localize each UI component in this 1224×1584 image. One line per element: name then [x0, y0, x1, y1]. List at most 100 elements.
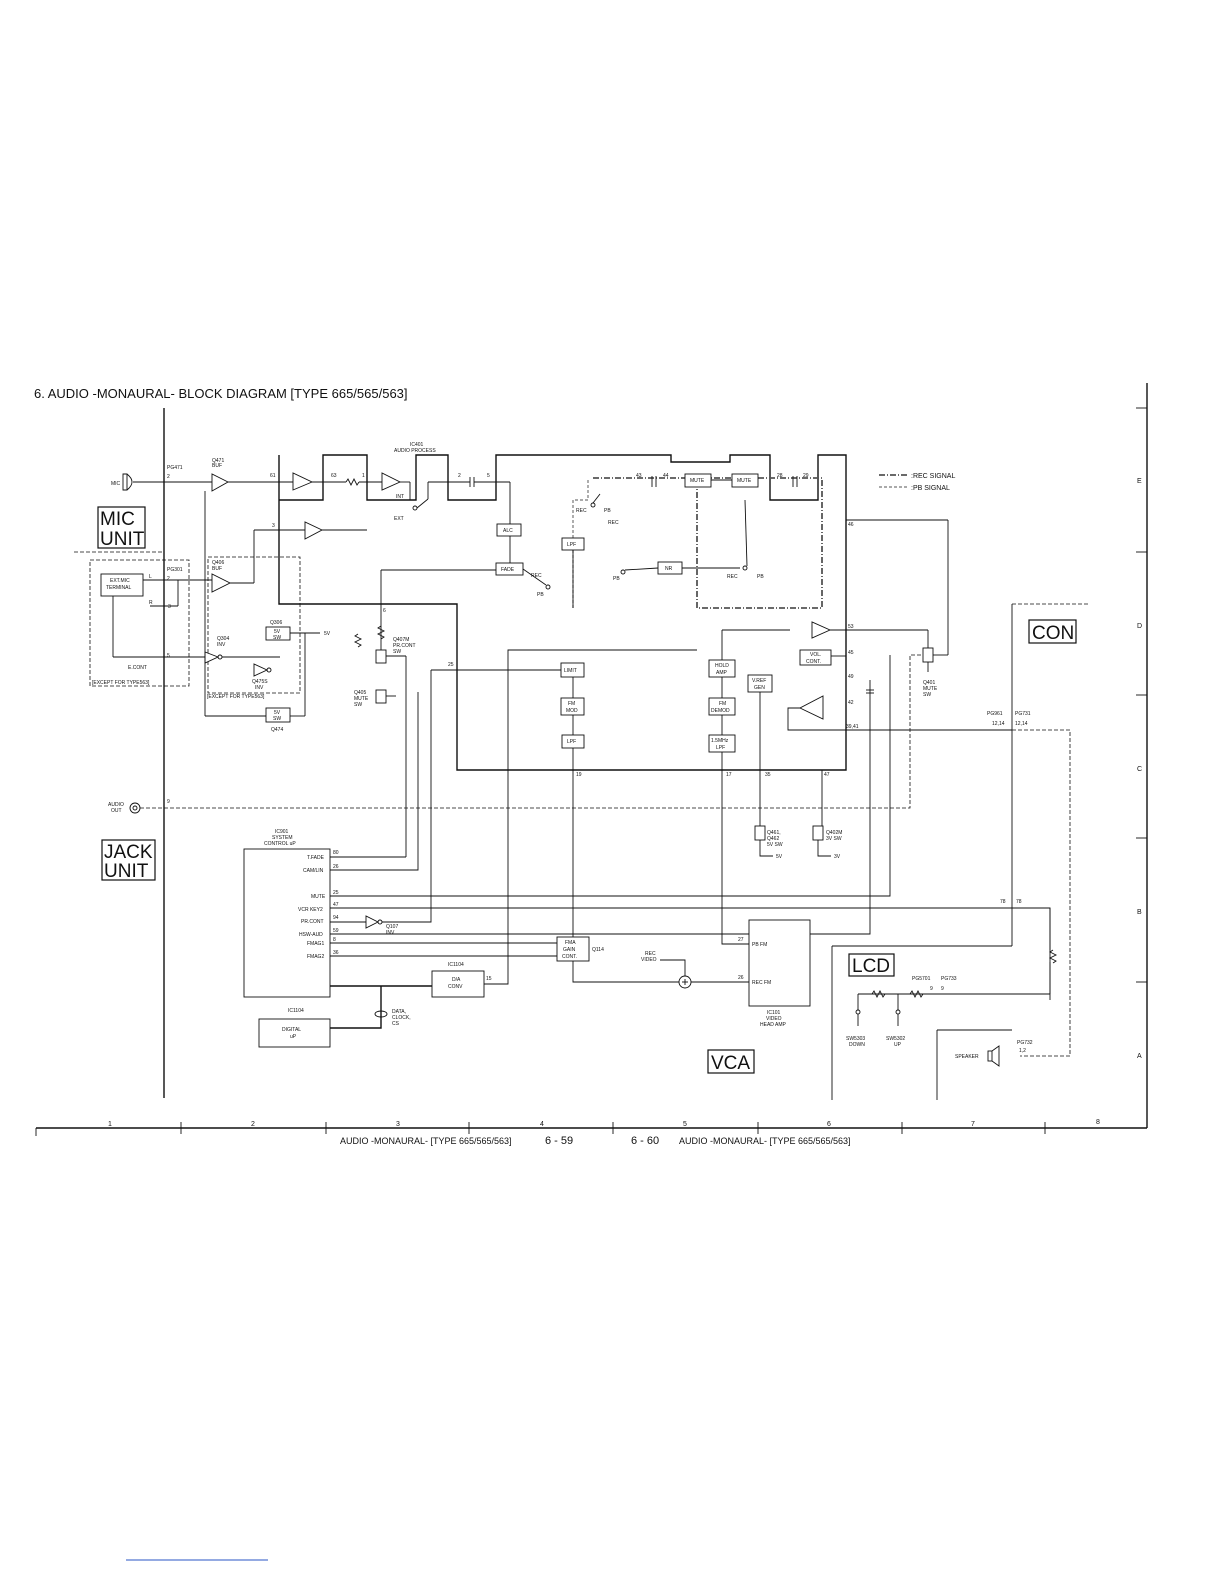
- svg-text:REC: REC: [727, 574, 738, 580]
- svg-text:78: 78: [1000, 899, 1006, 905]
- grid-row-c: C: [1137, 766, 1142, 773]
- svg-text:2: 2: [167, 474, 170, 480]
- svg-text:Q402M: Q402M: [826, 830, 842, 836]
- svg-text:PG733: PG733: [941, 976, 957, 982]
- mute1-block: MUTE: [684, 473, 712, 488]
- svg-text:PB: PB: [537, 592, 544, 598]
- svg-text:PR.CONT: PR.CONT: [393, 643, 416, 649]
- q406-buffer: Q406 BUF 3 Q304 INV 5V SW Q306 5V Q475S …: [204, 491, 367, 733]
- svg-text:E.CONT: E.CONT: [128, 665, 147, 671]
- svg-text:VCR KEY2: VCR KEY2: [298, 907, 323, 913]
- svg-text:CLOCK,: CLOCK,: [392, 1015, 411, 1021]
- q402m-3v-sw: Q402M 3V SW 3V: [812, 825, 842, 860]
- svg-text:CONT.: CONT.: [562, 954, 577, 960]
- svg-text:LIMIT: LIMIT: [564, 668, 577, 674]
- svg-text:Q475S: Q475S: [252, 679, 268, 685]
- svg-text:VCA: VCA: [711, 1053, 750, 1074]
- alc-block: ALC: [496, 523, 522, 537]
- svg-text:59: 59: [333, 928, 339, 934]
- svg-text:CS: CS: [392, 1021, 400, 1027]
- svg-text:V.REF: V.REF: [752, 678, 766, 684]
- svg-text:MOD: MOD: [566, 708, 578, 714]
- da-conv-block: D/A CONV IC1104 15: [431, 962, 492, 998]
- pg471-label: PG471: [167, 465, 183, 471]
- footer-left-page: 6 - 59: [545, 1135, 573, 1147]
- svg-text:Q306: Q306: [270, 620, 282, 626]
- svg-text:PB: PB: [613, 576, 620, 582]
- q107-inverter: [365, 915, 380, 929]
- limit-block: LIMIT: [560, 662, 585, 678]
- svg-text:CONV: CONV: [448, 984, 463, 990]
- grid-column-labels: 1 2 3 4 5 6 7 8: [108, 1119, 1100, 1128]
- svg-text:Q107: Q107: [386, 924, 398, 930]
- con-label: CON: [1028, 619, 1077, 644]
- svg-text:9: 9: [167, 799, 170, 805]
- amp-53: [811, 621, 832, 639]
- grid-row-e: E: [1137, 478, 1142, 485]
- svg-text:PB: PB: [604, 508, 611, 514]
- svg-text:3: 3: [272, 523, 275, 529]
- fade-block: FADE: [495, 562, 524, 576]
- svg-text:78: 78: [1016, 899, 1022, 905]
- svg-text:FMA: FMA: [565, 940, 576, 946]
- lpf2-block: LPF: [561, 734, 585, 749]
- svg-text:MUTE: MUTE: [923, 686, 938, 692]
- grid-col-2: 2: [251, 1121, 255, 1128]
- svg-text:EXT: EXT: [394, 516, 404, 522]
- pr-cont-switch-section: 6 Q407M PR.CONT SW Q405 MUTE SW: [353, 569, 496, 857]
- svg-text:BUF: BUF: [212, 463, 222, 469]
- q405-transistor: [375, 689, 387, 704]
- ic101-video-head-amp: PB FM REC FM 27 26 IC101 VIDEO HEAD AMP: [738, 919, 811, 1028]
- svg-text:T.FADE: T.FADE: [307, 855, 325, 861]
- footer-right-page: 6 - 60: [631, 1135, 659, 1147]
- speaker-amp: [798, 695, 824, 720]
- grid-row-a: A: [1137, 1053, 1142, 1060]
- svg-text:REC: REC: [608, 520, 619, 526]
- svg-text:UNIT: UNIT: [104, 861, 149, 882]
- ext-mic-dashed-area: [89, 559, 190, 687]
- svg-text:NR: NR: [665, 566, 673, 572]
- svg-text:26: 26: [333, 864, 339, 870]
- svg-text:SW5303: SW5303: [846, 1036, 865, 1042]
- nr-block: NR: [657, 561, 683, 575]
- grid-row-b: B: [1137, 909, 1142, 916]
- svg-text:Q474: Q474: [271, 727, 283, 733]
- resistor-lcd-2: [909, 989, 924, 999]
- svg-text:LPF: LPF: [567, 542, 576, 548]
- svg-text:LCD: LCD: [852, 956, 890, 977]
- svg-text:MIC: MIC: [100, 509, 135, 530]
- svg-text:L: L: [149, 574, 152, 580]
- pg961-label: PG961: [987, 711, 1003, 717]
- vca-label: VCA: [707, 1049, 755, 1074]
- svg-text:63: 63: [331, 473, 337, 479]
- svg-text:47: 47: [333, 902, 339, 908]
- svg-text:15: 15: [486, 976, 492, 982]
- svg-text:42: 42: [848, 700, 854, 706]
- svg-text:HSW-AUD: HSW-AUD: [299, 932, 323, 938]
- svg-text:29: 29: [803, 473, 809, 479]
- svg-text:47: 47: [824, 772, 830, 778]
- svg-text:MUTE: MUTE: [354, 696, 369, 702]
- jack-unit-label: JACK UNIT: [101, 839, 156, 882]
- audio-out-jack-icon: [129, 802, 141, 814]
- footer-left: AUDIO -MONAURAL- [TYPE 665/565/563]: [340, 1136, 512, 1146]
- svg-text:Q406: Q406: [212, 560, 224, 566]
- svg-text:8: 8: [333, 937, 336, 943]
- svg-text:PB: PB: [757, 574, 764, 580]
- svg-text:DEMOD: DEMOD: [711, 708, 730, 714]
- svg-text:Q462: Q462: [767, 836, 779, 842]
- svg-text:HEAD AMP: HEAD AMP: [760, 1022, 787, 1028]
- legend-rec-label: :REC SIGNAL: [911, 473, 955, 480]
- svg-text:CONTROL uP: CONTROL uP: [264, 841, 296, 847]
- svg-text:27: 27: [738, 937, 744, 943]
- svg-text:ALC: ALC: [503, 528, 513, 534]
- rec-pb-switch-1: [545, 584, 551, 590]
- svg-text:39,41: 39,41: [846, 724, 859, 730]
- pg731-label: PG731: [1015, 711, 1031, 717]
- mic-input: MIC PG471 2 Q471 BUF 61 63 1 INT EXT 2 5: [111, 458, 511, 524]
- svg-text:SW: SW: [273, 716, 281, 722]
- svg-text:44: 44: [663, 473, 669, 479]
- grid-col-5: 5: [683, 1121, 687, 1128]
- svg-text:FADE: FADE: [501, 567, 515, 573]
- svg-text:CON: CON: [1032, 623, 1074, 644]
